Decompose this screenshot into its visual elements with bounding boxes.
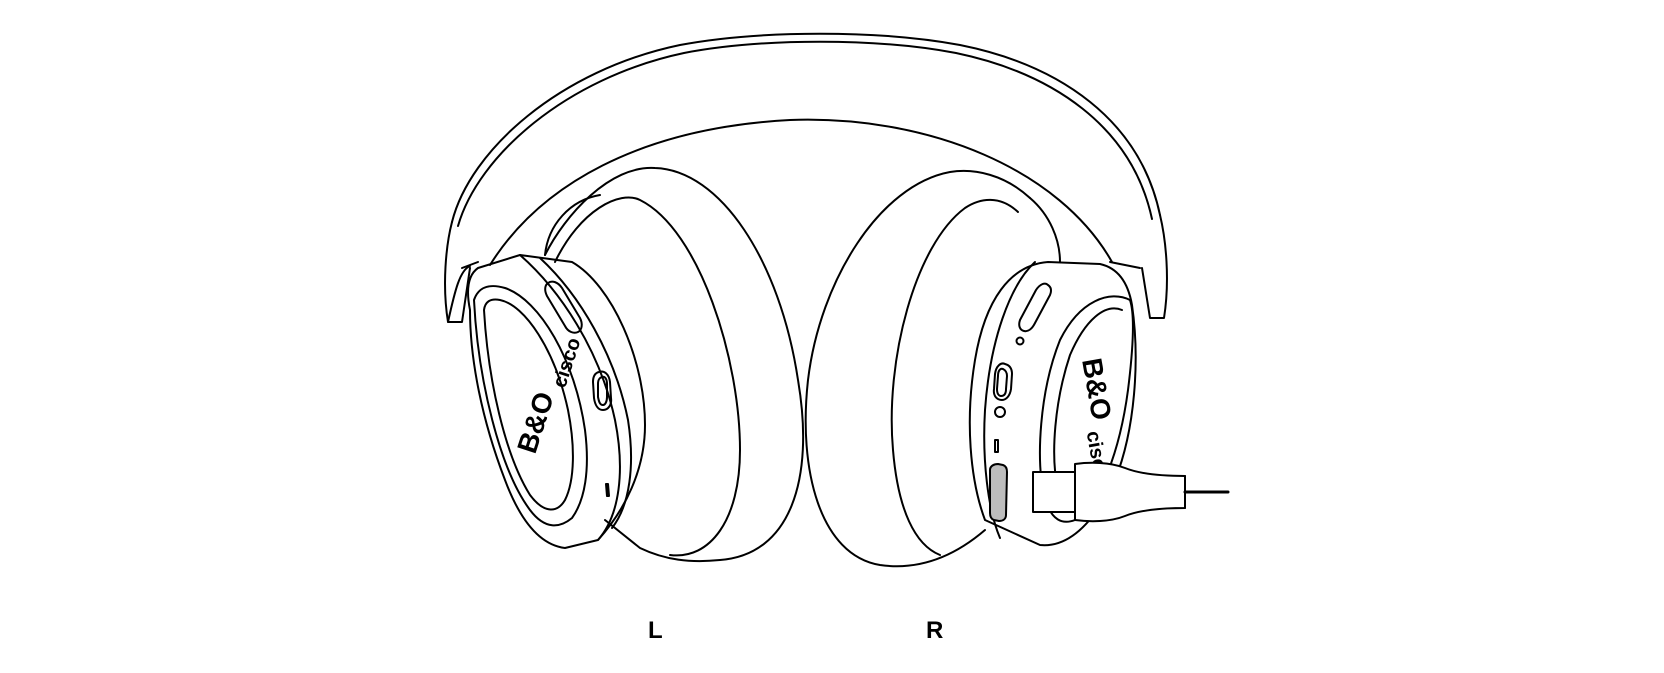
headband bbox=[444, 32, 1168, 323]
left-logo: B&O cisco bbox=[511, 335, 585, 457]
usb-c-cable-icon bbox=[1032, 461, 1230, 523]
left-side-label: L bbox=[648, 617, 663, 644]
right-earcup bbox=[968, 261, 1141, 547]
right-side-label: R bbox=[926, 617, 944, 644]
left-ear-cushion bbox=[544, 166, 805, 563]
bo-logo-right: B&O bbox=[1076, 356, 1117, 423]
right-ear-cushion bbox=[804, 169, 1061, 568]
left-earcup bbox=[461, 254, 646, 549]
bo-logo-left: B&O bbox=[511, 388, 560, 457]
